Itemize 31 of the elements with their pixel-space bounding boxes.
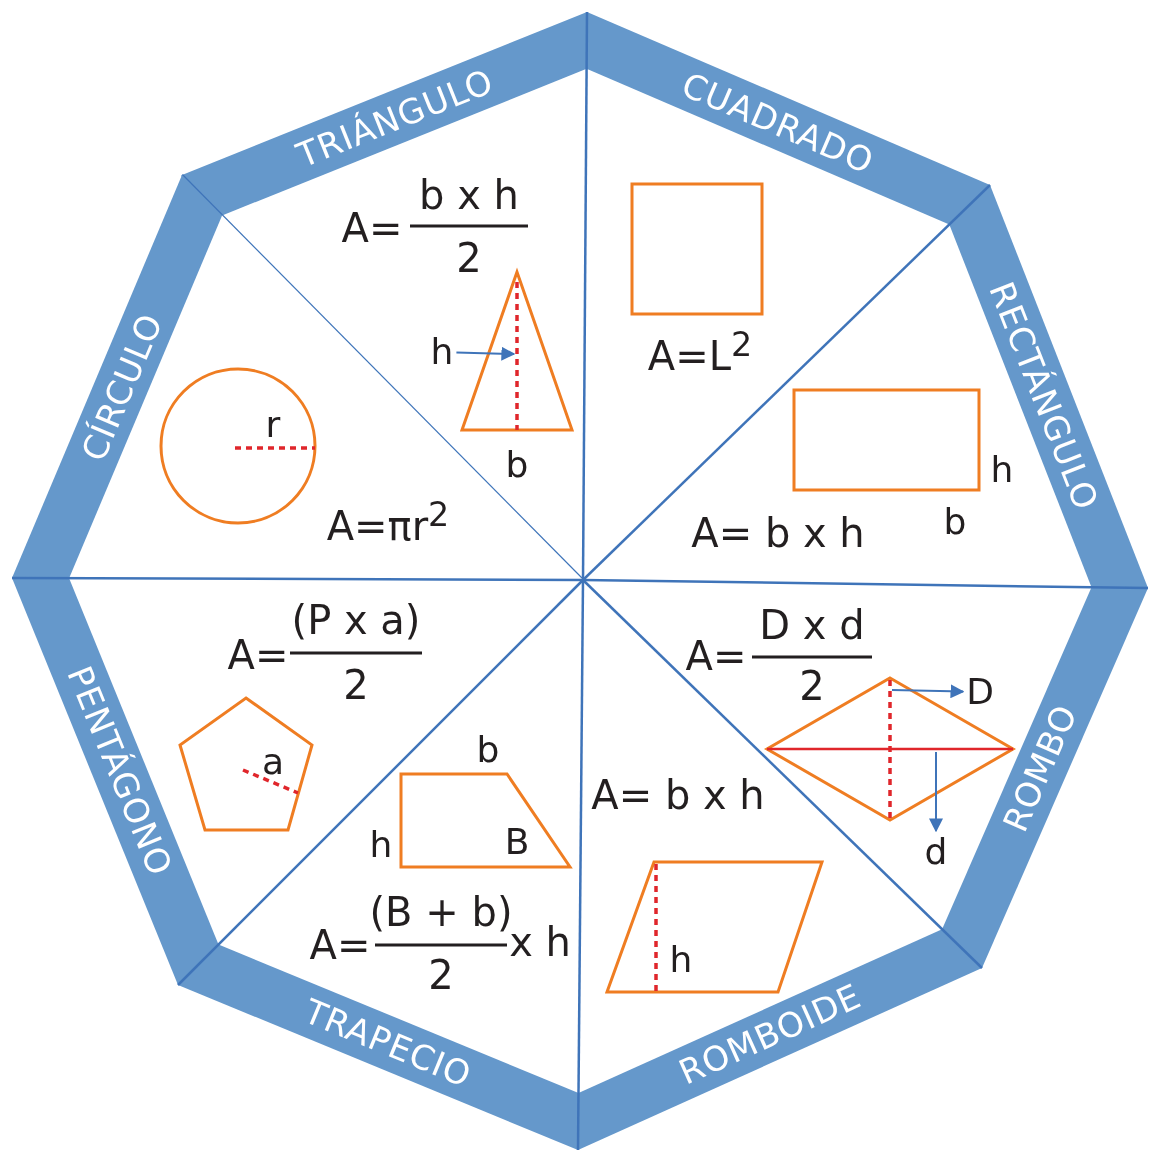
formula: A=L$^{2}$ [647, 327, 753, 377]
variable-label: a [261, 744, 285, 780]
variable-label: b [943, 504, 967, 540]
variable-label: h [669, 942, 693, 978]
formula: A= [341, 208, 403, 248]
leader-line [455, 346, 516, 361]
formula: A= [227, 635, 289, 675]
formula-denominator: 2 [456, 238, 482, 278]
formula-denominator: 2 [428, 955, 454, 995]
variable-label: B [504, 824, 530, 860]
variable-label: D [966, 674, 994, 710]
formula-numerator: b x h [419, 175, 519, 215]
formula: A= b x h [691, 513, 865, 553]
formula: A= b x h [591, 775, 765, 815]
formula: A= [685, 636, 747, 676]
formula-numerator: D x d [759, 605, 865, 645]
octagon-sector [12, 175, 583, 580]
formula: A=πr$^{2}$ [326, 497, 450, 547]
formula: A= [309, 925, 371, 965]
variable-label: h [430, 334, 454, 370]
variable-label: b [476, 732, 500, 768]
variable-label: d [924, 834, 948, 870]
formula-numerator: (P x a) [291, 600, 421, 640]
variable-label: r [265, 407, 281, 443]
formula-denominator: 2 [343, 665, 369, 705]
variable-label: h [369, 827, 393, 863]
leader-line [891, 684, 965, 699]
leader-line [929, 751, 943, 833]
octagon-sector [583, 185, 1148, 588]
formula-denominator: 2 [799, 666, 825, 706]
variable-label: b [505, 447, 529, 483]
